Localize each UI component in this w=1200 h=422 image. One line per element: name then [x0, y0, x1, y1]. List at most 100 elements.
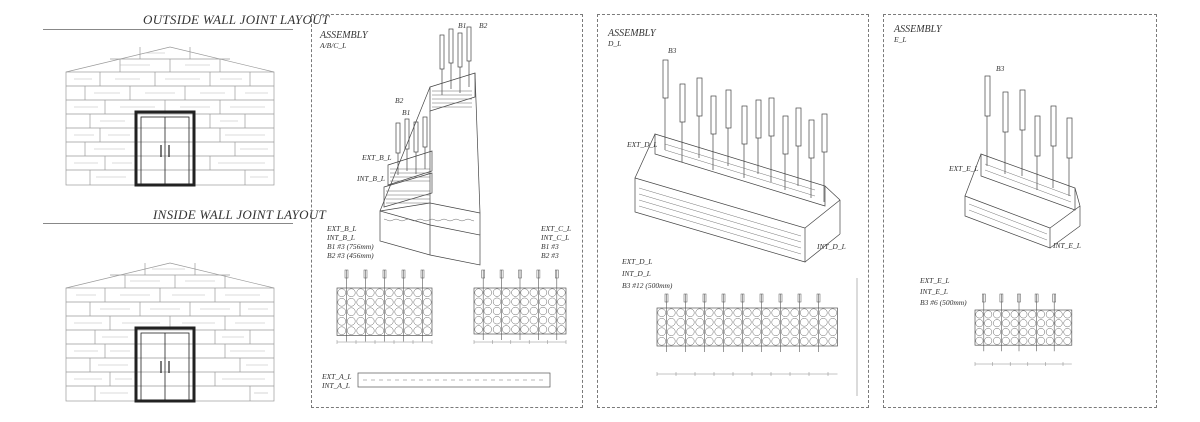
perforation [752, 337, 761, 346]
perforation [828, 308, 837, 317]
assembly-e-panel [883, 14, 1157, 408]
bar-cap [982, 293, 986, 303]
perforation [404, 326, 413, 335]
perforation [984, 319, 993, 328]
perforation [705, 327, 714, 336]
perforation [695, 318, 704, 327]
assembly-d-subheading: D_L [608, 39, 622, 48]
perforation [347, 326, 356, 335]
perforation [557, 297, 566, 306]
perforation [548, 288, 557, 297]
assembly-e-isometric [964, 75, 1081, 249]
perforation [762, 337, 771, 346]
perforation [413, 288, 422, 297]
perforation [423, 288, 432, 297]
perforation [705, 308, 714, 317]
perforation [1001, 310, 1010, 319]
perforation [413, 307, 422, 316]
perforation [1019, 336, 1028, 345]
perforation [705, 318, 714, 327]
perforation [1037, 319, 1045, 328]
perforation [1028, 310, 1037, 319]
perforation [492, 325, 502, 334]
inside-wall-elevation [65, 262, 275, 403]
assembly-abc-heading: ASSEMBLY [320, 30, 368, 41]
perforation [557, 306, 566, 316]
tag-ext-e: EXT_E_L [949, 164, 979, 173]
perforation [492, 288, 502, 297]
bar-cap [999, 293, 1004, 303]
perforation [828, 337, 837, 346]
perforation [1037, 336, 1045, 345]
assembly-d-isometric [634, 59, 841, 263]
note-line: B2 #3 (456mm) [327, 251, 374, 260]
perforation [1063, 310, 1072, 319]
note-line: EXT_C_L [541, 224, 572, 233]
perforation [686, 327, 695, 336]
perforation [676, 318, 685, 327]
perforation [385, 288, 394, 297]
perforation [724, 318, 733, 327]
perforation [743, 308, 752, 317]
perforation [733, 327, 742, 336]
bar-cap [1034, 293, 1039, 303]
perforation [781, 318, 790, 327]
perforation [538, 325, 548, 334]
note-line: INT_B_L [327, 233, 355, 242]
perforation [548, 316, 557, 325]
perforation [548, 297, 557, 306]
perforation [781, 337, 790, 346]
perforation [762, 308, 771, 317]
perforation [1001, 336, 1010, 345]
bar-cap [536, 269, 541, 279]
perforation [686, 337, 695, 346]
perforation [394, 317, 403, 326]
assembly-e-subheading: E_L [894, 35, 907, 44]
perforation [520, 288, 529, 297]
perforation [714, 308, 723, 317]
perforation [984, 328, 993, 336]
perforation [695, 327, 704, 336]
assembly-b-elevation [336, 269, 433, 344]
perforation [366, 307, 375, 316]
assembly-e-heading: ASSEMBLY [894, 24, 942, 35]
perforation [1045, 310, 1054, 319]
perforation [538, 288, 548, 297]
bar-cap [518, 269, 522, 279]
perforation [667, 337, 676, 346]
perforation [375, 298, 384, 307]
perforation [809, 337, 818, 346]
perforation [676, 327, 685, 336]
perforation [502, 288, 511, 297]
perforation [520, 316, 529, 325]
perforation [366, 317, 375, 326]
assembly-abc-subheading: A/B/C_L [320, 41, 347, 50]
perforation [413, 317, 422, 326]
perforation [483, 316, 492, 325]
perforation [762, 327, 771, 336]
perforation [819, 308, 828, 317]
perforation [781, 327, 790, 336]
perforation [993, 328, 1001, 336]
perforation [337, 307, 346, 316]
outside-wall-title: OUTSIDE WALL JOINT LAYOUT [143, 12, 330, 27]
perforation [828, 327, 837, 336]
bar-cap [401, 269, 406, 279]
bar-cap [363, 269, 368, 279]
perforation [733, 337, 742, 346]
tag-b1-top: B1 [458, 21, 467, 30]
perforation [705, 337, 714, 346]
perforation [1001, 319, 1010, 328]
perforation [520, 306, 529, 316]
perforation [337, 326, 346, 335]
perforation [337, 317, 346, 326]
perforation [511, 297, 520, 306]
perforation [752, 318, 761, 327]
perforation [1010, 336, 1019, 345]
perforation [743, 318, 752, 327]
perforation [809, 327, 818, 336]
note-line: EXT_D_L [622, 257, 653, 266]
note-line: EXT_A_L [322, 372, 352, 381]
perforation [474, 316, 483, 325]
d-notes: EXT_D_L INT_D_L B3 #12 (500mm) [622, 256, 672, 292]
